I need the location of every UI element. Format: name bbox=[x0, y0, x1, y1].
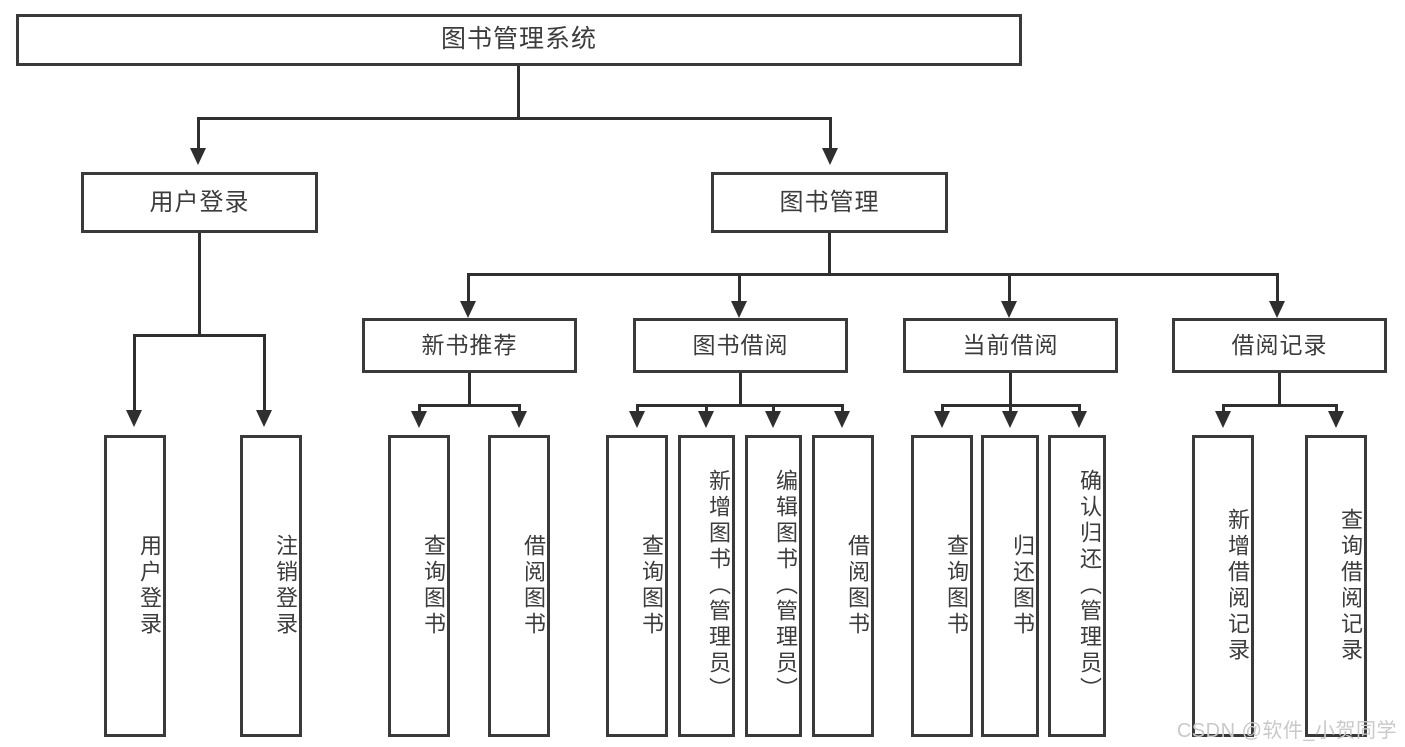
connector-root-to-login bbox=[197, 117, 200, 150]
connector-current-to-leaf2 bbox=[1009, 404, 1012, 413]
arrowhead-root-to-login bbox=[190, 148, 206, 165]
connector-records-to-leaf1 bbox=[1222, 404, 1225, 413]
leaf-borrow-query-book[interactable]: 查询图书 bbox=[606, 435, 668, 737]
node-label: 查询图书 bbox=[944, 534, 969, 638]
connector-records-stem bbox=[1278, 373, 1281, 406]
node-label: 图书管理系统 bbox=[440, 25, 597, 54]
connector-root-bus bbox=[197, 117, 832, 120]
leaf-borrow-add-book-admin[interactable]: 新增图书（管理员） bbox=[678, 435, 735, 737]
connector-borrow-bus bbox=[636, 404, 844, 407]
node-label: 当前借阅 bbox=[962, 332, 1059, 359]
node-book-management[interactable]: 图书管理 bbox=[711, 172, 948, 233]
connector-recommend-stem bbox=[468, 373, 471, 406]
leaf-borrow-edit-book-admin[interactable]: 编辑图书（管理员） bbox=[745, 435, 802, 737]
arrowhead-borrow-to-leaf1 bbox=[629, 411, 645, 428]
arrowhead-recommend-to-leaf1 bbox=[411, 411, 427, 428]
connector-bookmgmt-bus bbox=[467, 273, 1279, 276]
arrowhead-login-to-leaf2 bbox=[256, 410, 272, 427]
node-label: 查询借阅记录 bbox=[1338, 508, 1363, 664]
connector-bookmgmt-to-child3 bbox=[1008, 273, 1011, 303]
connector-borrow-to-leaf3 bbox=[772, 404, 775, 413]
arrowhead-login-to-leaf1 bbox=[126, 410, 142, 427]
connector-bookmgmt-to-child2 bbox=[738, 273, 741, 303]
arrowhead-borrow-to-leaf3 bbox=[765, 411, 781, 428]
node-borrow-records[interactable]: 借阅记录 bbox=[1172, 318, 1387, 373]
connector-borrow-to-leaf4 bbox=[841, 404, 844, 413]
connector-current-to-leaf3 bbox=[1078, 404, 1081, 413]
connector-login-bus bbox=[133, 334, 266, 337]
connector-bookmgmt-to-child4 bbox=[1276, 273, 1279, 303]
node-book-borrow[interactable]: 图书借阅 bbox=[633, 318, 848, 373]
leaf-records-add-record[interactable]: 新增借阅记录 bbox=[1192, 435, 1254, 737]
connector-current-stem bbox=[1009, 373, 1012, 406]
leaf-current-return-book[interactable]: 归还图书 bbox=[981, 435, 1039, 737]
arrowhead-bookmgmt-to-child4 bbox=[1269, 301, 1285, 318]
arrowhead-borrow-to-leaf2 bbox=[698, 411, 714, 428]
connector-records-to-leaf2 bbox=[1335, 404, 1338, 413]
node-label: 用户登录 bbox=[137, 534, 162, 638]
node-label: 借阅图书 bbox=[521, 534, 546, 638]
connector-recommend-bus bbox=[418, 404, 521, 407]
node-label: 查询图书 bbox=[639, 534, 664, 638]
node-label: 新增借阅记录 bbox=[1225, 508, 1250, 664]
node-label: 用户登录 bbox=[149, 188, 250, 216]
node-label: 图书借阅 bbox=[692, 332, 789, 359]
connector-root-stem bbox=[517, 66, 520, 119]
arrowhead-records-to-leaf1 bbox=[1215, 411, 1231, 428]
connector-records-bus bbox=[1222, 404, 1338, 407]
arrowhead-current-to-leaf1 bbox=[934, 411, 950, 428]
arrowhead-borrow-to-leaf4 bbox=[834, 411, 850, 428]
arrowhead-current-to-leaf2 bbox=[1002, 411, 1018, 428]
leaf-current-confirm-return-admin[interactable]: 确认归还（管理员） bbox=[1048, 435, 1106, 737]
connector-recommend-to-leaf2 bbox=[518, 404, 521, 413]
node-label: 图书管理 bbox=[779, 188, 880, 216]
leaf-records-query-record[interactable]: 查询借阅记录 bbox=[1305, 435, 1367, 737]
arrowhead-root-to-bookmgmt bbox=[822, 148, 838, 165]
connector-borrow-to-leaf2 bbox=[705, 404, 708, 413]
arrowhead-bookmgmt-to-child3 bbox=[1001, 301, 1017, 318]
connector-root-to-bookmgmt bbox=[829, 117, 832, 150]
leaf-recommend-query-book[interactable]: 查询图书 bbox=[388, 435, 450, 737]
connector-login-stem bbox=[198, 233, 201, 336]
node-current-borrow[interactable]: 当前借阅 bbox=[903, 318, 1118, 373]
node-user-login[interactable]: 用户登录 bbox=[81, 172, 318, 233]
arrowhead-records-to-leaf2 bbox=[1328, 411, 1344, 428]
connector-borrow-stem bbox=[739, 373, 742, 406]
leaf-recommend-borrow-book[interactable]: 借阅图书 bbox=[488, 435, 550, 737]
node-new-book-recommend[interactable]: 新书推荐 bbox=[362, 318, 577, 373]
arrowhead-bookmgmt-to-child2 bbox=[731, 301, 747, 318]
connector-bookmgmt-stem bbox=[828, 233, 831, 275]
leaf-borrow-borrow-book[interactable]: 借阅图书 bbox=[812, 435, 874, 737]
node-system-root[interactable]: 图书管理系统 bbox=[16, 14, 1022, 66]
connector-login-to-leaf2 bbox=[263, 334, 266, 412]
leaf-current-query-book[interactable]: 查询图书 bbox=[911, 435, 973, 737]
node-label: 新书推荐 bbox=[421, 332, 518, 359]
node-label: 借阅图书 bbox=[845, 534, 870, 638]
node-label: 注销登录 bbox=[273, 534, 298, 638]
connector-borrow-to-leaf1 bbox=[636, 404, 639, 413]
connector-bookmgmt-to-child1 bbox=[467, 273, 470, 303]
arrowhead-recommend-to-leaf2 bbox=[511, 411, 527, 428]
connector-current-to-leaf1 bbox=[941, 404, 944, 413]
connector-recommend-to-leaf1 bbox=[418, 404, 421, 413]
node-label: 确认归还（管理员） bbox=[1077, 469, 1102, 703]
leaf-logout[interactable]: 注销登录 bbox=[240, 435, 302, 737]
connector-login-to-leaf1 bbox=[133, 334, 136, 412]
node-label: 编辑图书（管理员） bbox=[773, 469, 798, 703]
arrowhead-current-to-leaf3 bbox=[1071, 411, 1087, 428]
node-label: 新增图书（管理员） bbox=[706, 469, 731, 703]
arrowhead-bookmgmt-to-child1 bbox=[460, 301, 476, 318]
leaf-user-login[interactable]: 用户登录 bbox=[104, 435, 166, 737]
node-label: 查询图书 bbox=[421, 534, 446, 638]
node-label: 借阅记录 bbox=[1231, 332, 1328, 359]
node-label: 归还图书 bbox=[1010, 534, 1035, 638]
